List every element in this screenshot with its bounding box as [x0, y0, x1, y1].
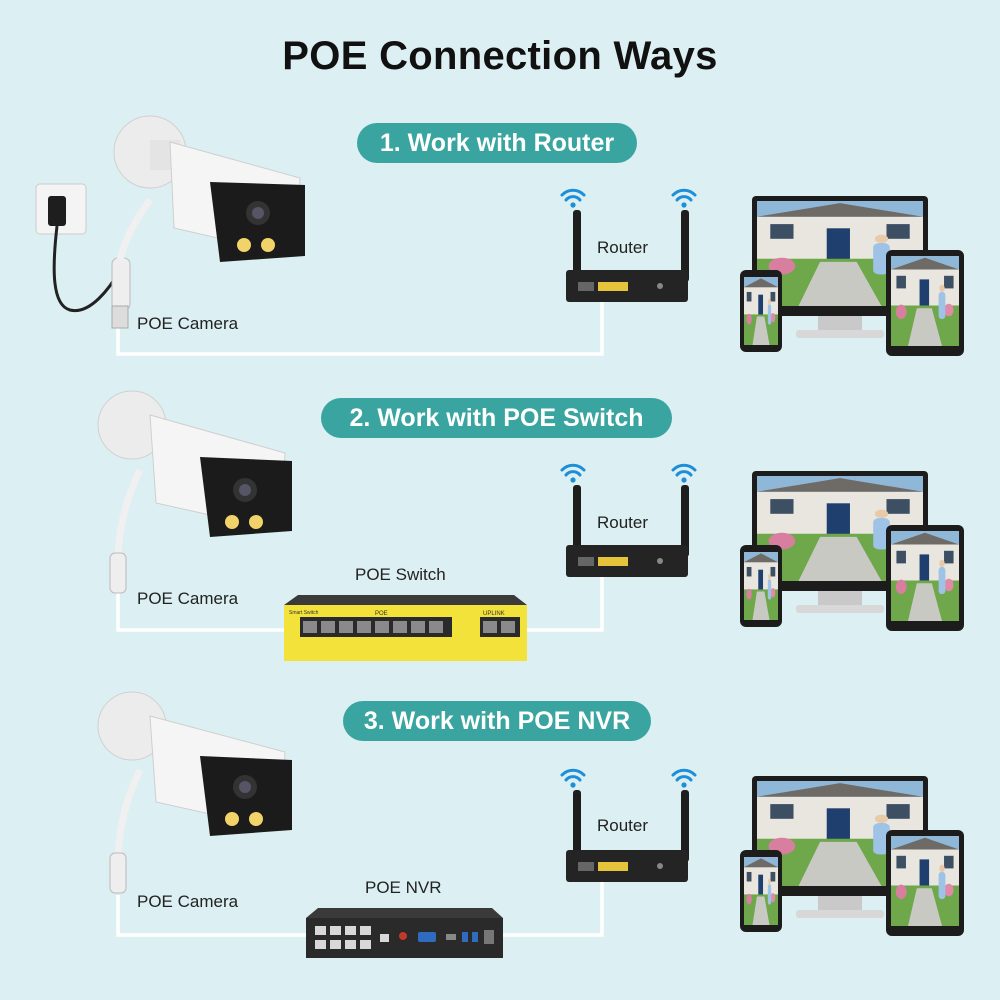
wifi-icon	[671, 188, 697, 210]
wifi-icon	[560, 463, 586, 485]
camera-icon	[97, 691, 292, 894]
power-plug-icon	[35, 183, 131, 329]
section-heading-router: 1. Work with Router	[357, 123, 637, 163]
poe-switch-icon	[284, 595, 527, 661]
router-label: Router	[597, 238, 649, 257]
camera-label: POE Camera	[137, 589, 239, 608]
switch-label: POE Switch	[355, 565, 446, 584]
section-poe-nvr: 3. Work with POE NVR Router POE NVR POE …	[0, 690, 1000, 980]
section-poe-switch: Smart Switch POE UPLINK 2. Work with POE…	[0, 385, 1000, 675]
switch-panel-uplink-text: UPLINK	[483, 611, 505, 617]
section-router: 1. Work with Router Router POE Camera	[0, 110, 1000, 400]
router-label: Router	[597, 816, 649, 835]
ethernet-cable	[116, 290, 604, 356]
tablet-icon	[886, 525, 964, 631]
camera-icon	[97, 390, 292, 594]
camera-icon	[113, 115, 305, 262]
monitor-icon	[752, 776, 928, 918]
wifi-icon	[560, 768, 586, 790]
wifi-icon	[671, 463, 697, 485]
phone-icon	[740, 545, 782, 627]
section-router-diagram	[35, 115, 964, 356]
camera-label: POE Camera	[137, 314, 239, 333]
tablet-icon	[886, 250, 964, 356]
router-icon	[566, 790, 689, 882]
camera-label: POE Camera	[137, 892, 239, 911]
switch-panel-left-text: Smart Switch	[289, 610, 319, 616]
section-heading-poe-switch: 2. Work with POE Switch	[321, 398, 672, 438]
section-poe-nvr-diagram	[97, 691, 964, 958]
section-heading-poe-nvr: 3. Work with POE NVR	[343, 701, 651, 741]
tablet-icon	[886, 830, 964, 936]
router-icon	[566, 485, 689, 577]
router-icon	[566, 210, 689, 302]
nvr-label: POE NVR	[365, 878, 442, 897]
nvr-icon	[306, 908, 503, 958]
phone-icon	[740, 850, 782, 932]
monitor-icon	[752, 471, 928, 613]
monitor-icon	[752, 196, 928, 338]
wifi-icon	[560, 188, 586, 210]
section-poe-switch-diagram: Smart Switch POE UPLINK	[97, 390, 964, 661]
router-label: Router	[597, 513, 649, 532]
wifi-icon	[671, 768, 697, 790]
page-title: POE Connection Ways	[282, 34, 718, 78]
phone-icon	[740, 270, 782, 352]
switch-panel-poe-text: POE	[375, 611, 388, 617]
